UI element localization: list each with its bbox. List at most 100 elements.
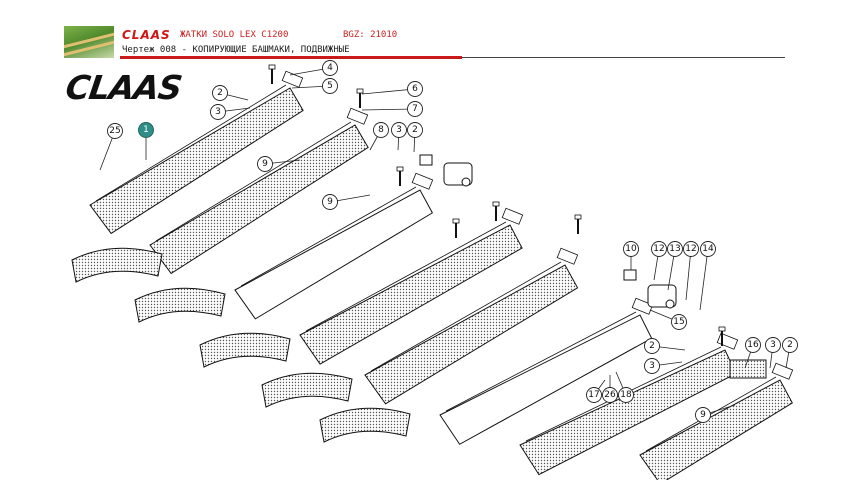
callout-circle bbox=[667, 241, 683, 257]
callout-bubble: 9 bbox=[695, 407, 711, 423]
bolt-head bbox=[574, 214, 582, 220]
callout-number: 2 bbox=[787, 340, 793, 350]
callout-circle bbox=[107, 123, 123, 139]
wear-plate bbox=[134, 287, 226, 323]
callout-number: 18 bbox=[620, 390, 632, 400]
callout-circle bbox=[322, 78, 338, 94]
callout-bubble: 2 bbox=[212, 85, 228, 101]
clamp-plate bbox=[729, 359, 767, 379]
callout-number: 2 bbox=[649, 341, 655, 351]
callout-bubble: 13 bbox=[667, 241, 683, 257]
callout-number: 17 bbox=[588, 390, 599, 400]
skid-edge-line bbox=[95, 84, 287, 202]
callout-bubble: 26 bbox=[602, 387, 618, 403]
callout-circle bbox=[623, 241, 639, 257]
mounting-bracket bbox=[346, 107, 369, 125]
callout-bubble: 2 bbox=[644, 338, 660, 354]
leader-line bbox=[361, 108, 416, 111]
bushing bbox=[419, 154, 433, 166]
callout-circle bbox=[322, 60, 338, 76]
mounting-bracket bbox=[556, 247, 579, 265]
callout-number: 8 bbox=[378, 125, 384, 135]
wear-plate bbox=[261, 372, 353, 408]
callout-circle bbox=[644, 338, 660, 354]
drawing-header: CLAAS ЖАТКИ SOLO LEX C1200 BGZ: 21010 Че… bbox=[64, 24, 785, 59]
callout-bubble: 18 bbox=[618, 387, 634, 403]
mounting-bracket bbox=[501, 207, 524, 225]
callout-number: 5 bbox=[327, 81, 333, 91]
callout-circle bbox=[651, 241, 667, 257]
callout-bubble: 4 bbox=[322, 60, 338, 76]
callout-bubble: 9 bbox=[257, 156, 273, 172]
callout-circle bbox=[782, 337, 798, 353]
callout-circle bbox=[210, 104, 226, 120]
callout-circle bbox=[407, 101, 423, 117]
callout-number: 6 bbox=[412, 84, 418, 94]
callout-bubble: 10 bbox=[623, 241, 639, 257]
callout-number: 12 bbox=[685, 244, 696, 254]
mounting-bracket bbox=[771, 362, 794, 380]
callout-number: 15 bbox=[673, 317, 684, 327]
leader-line bbox=[361, 88, 416, 95]
callout-bubble: 3 bbox=[391, 122, 407, 138]
skid-edge-line bbox=[645, 376, 777, 452]
callout-bubble: 25 bbox=[107, 123, 123, 139]
bolt-head bbox=[268, 64, 276, 70]
skid-plate bbox=[89, 87, 304, 235]
callout-number: 3 bbox=[770, 340, 776, 350]
callout-circle bbox=[683, 241, 699, 257]
callout-circle bbox=[322, 194, 338, 210]
callout-number: 12 bbox=[653, 244, 664, 254]
callout-bubble: 2 bbox=[782, 337, 798, 353]
callout-circle bbox=[407, 81, 423, 97]
header-brand: CLAAS bbox=[122, 28, 171, 42]
callout-circle bbox=[671, 314, 687, 330]
callout-circle bbox=[138, 122, 154, 138]
skid-edge-line bbox=[370, 261, 562, 372]
callout-bubble: 5 bbox=[322, 78, 338, 94]
callout-bubble: 14 bbox=[700, 241, 716, 257]
header-black-rule bbox=[462, 57, 785, 58]
callout-number: 26 bbox=[604, 390, 616, 400]
bolt-head bbox=[452, 218, 460, 224]
header-thumbnail-image bbox=[64, 26, 114, 58]
callout-circle bbox=[586, 387, 602, 403]
bolt-head bbox=[356, 88, 364, 94]
skid-plate bbox=[364, 264, 579, 405]
wear-plate bbox=[319, 407, 411, 443]
callout-number: 2 bbox=[412, 125, 418, 135]
callout-circle bbox=[765, 337, 781, 353]
callout-number: 13 bbox=[669, 244, 680, 254]
callout-circle bbox=[257, 156, 273, 172]
callout-number: 9 bbox=[327, 197, 333, 207]
callout-bubble: 9 bbox=[322, 194, 338, 210]
pivot-hole bbox=[461, 177, 471, 187]
mounting-bracket bbox=[716, 332, 739, 350]
leader-line bbox=[685, 248, 692, 301]
callout-number: 25 bbox=[109, 126, 120, 136]
mounting-bracket bbox=[631, 297, 654, 315]
wear-plate bbox=[71, 247, 163, 283]
bolt-head bbox=[492, 201, 500, 207]
pivot-hole bbox=[665, 299, 675, 309]
bolt-head bbox=[396, 166, 404, 172]
callout-number: 3 bbox=[215, 107, 221, 117]
callout-number: 3 bbox=[396, 125, 402, 135]
callout-bubble: 2 bbox=[407, 122, 423, 138]
callout-circle bbox=[212, 85, 228, 101]
callout-bubble: 1 bbox=[138, 122, 154, 138]
header-red-rule bbox=[120, 56, 462, 59]
callout-bubble: 8 bbox=[373, 122, 389, 138]
callout-bubble: 3 bbox=[765, 337, 781, 353]
callout-bubble: 3 bbox=[210, 104, 226, 120]
header-title: ЖАТКИ SOLO LEX C1200 bbox=[180, 30, 289, 40]
callout-circle bbox=[618, 387, 634, 403]
callout-circle bbox=[745, 337, 761, 353]
bushing bbox=[623, 269, 637, 281]
callout-circle bbox=[602, 387, 618, 403]
callout-circle bbox=[407, 122, 423, 138]
callout-number: 7 bbox=[412, 104, 418, 114]
callout-number: 3 bbox=[649, 361, 655, 371]
skid-edge-line bbox=[445, 311, 637, 412]
